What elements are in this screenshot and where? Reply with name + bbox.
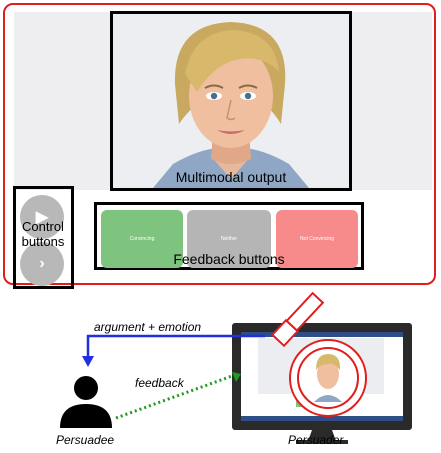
neither-button[interactable]: Neither [187,210,271,268]
control-buttons-label: Control buttons [21,219,65,249]
persuadee-label: Persuadee [56,433,115,447]
zoomed-interface-frame [3,3,436,285]
chevron-right-icon: › [39,255,45,272]
play-icon: ▶ [35,209,49,226]
argument-arrow [86,334,265,360]
feedback-buttons-group: Convincing Neither Not Convincing Feedba… [94,202,364,270]
feedback-buttons-label: Feedback buttons [173,251,285,267]
multimodal-output-area: Multimodal output [110,11,352,191]
argument-emotion-label: argument + emotion [94,320,202,334]
next-button[interactable]: › [20,242,64,286]
magnifier-icon [270,291,367,417]
feedback-arrow [115,374,233,420]
not-convincing-button[interactable]: Not Convincing [276,210,358,268]
feedback-label: feedback [135,376,184,390]
multimodal-output-label: Multimodal output [175,169,287,185]
control-buttons-group: ▶ › Control buttons [13,186,74,289]
persuader-label: Persuader [288,433,344,447]
convincing-button[interactable]: Convincing [101,210,183,268]
play-button[interactable]: ▶ [20,195,64,239]
persuadee-icon [60,376,112,428]
avatar-face [113,14,349,188]
